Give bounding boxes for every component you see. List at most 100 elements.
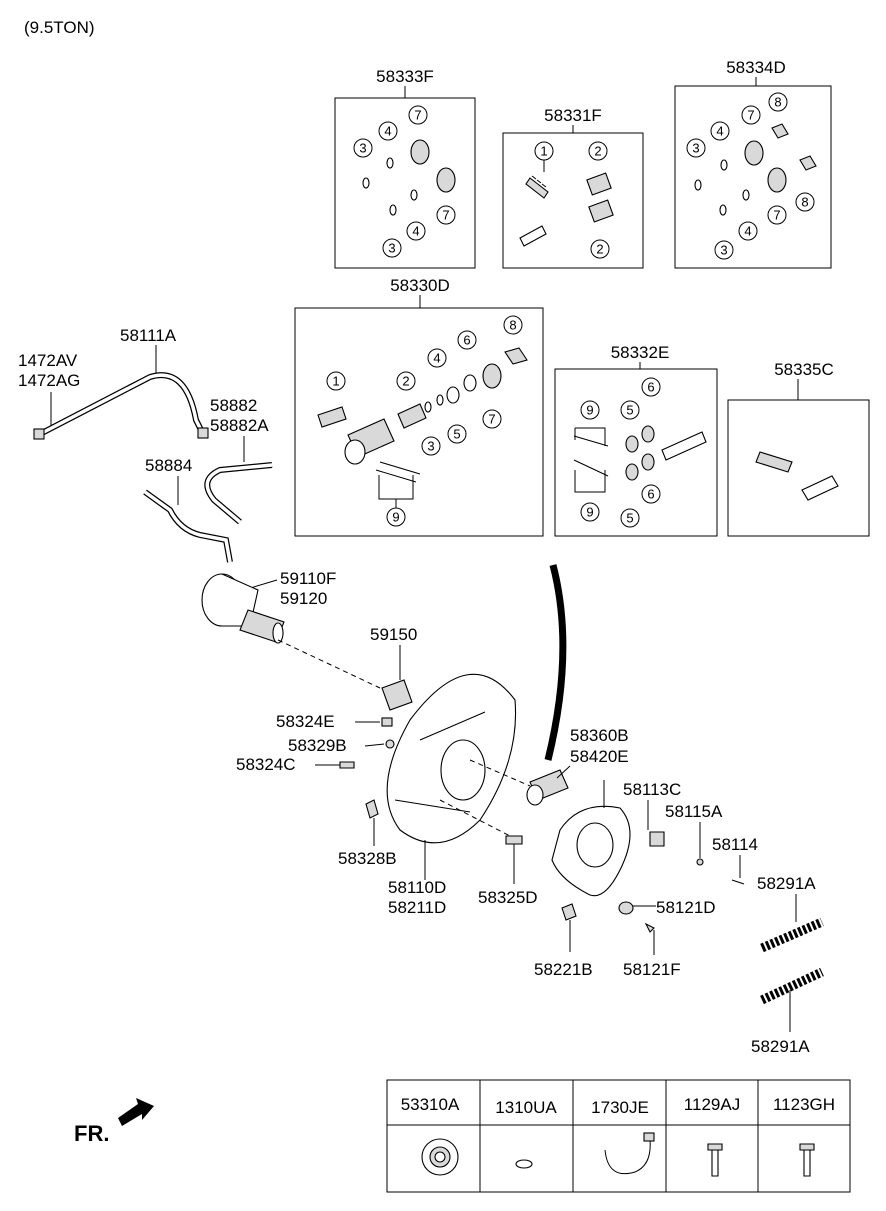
svg-text:5: 5 [626,403,633,418]
anchor-plate: 58113C 58115A 58114 58221B 58121D 58121F [534,780,758,979]
kit-label-58333F: 58333F [376,67,434,86]
svg-text:6: 6 [647,380,654,395]
wheel-cylinder-body-icon [344,418,395,465]
svg-text:6: 6 [463,333,470,348]
part-label-58884: 58884 [145,456,192,475]
grease-tube-icon [519,225,547,247]
svg-text:2: 2 [402,374,409,389]
variant-label: (9.5TON) [24,18,95,37]
kit-box-58330D [294,307,544,537]
kit-box-58334D [674,85,832,269]
part-label-58360B: 58360B [570,726,629,745]
bleeder-cap [586,172,612,196]
part-label-58111A: 58111A [120,326,177,345]
table-header-1129AJ: 1129AJ [684,1095,740,1114]
part-label-58328B: 58328B [338,849,397,868]
spring-icon [755,451,793,473]
grease-tube-icon [661,431,707,461]
kit-58330D: 58330D 8 6 4 1 2 7 5 3 9 [294,276,544,537]
kit-label-58335C: 58335C [774,360,834,379]
bushing-59150 [381,679,413,711]
table-header-1730JE: 1730JE [591,1098,649,1117]
washer-icon [515,1159,533,1169]
cup-seal [436,167,456,193]
valve-icon [504,347,528,365]
brake-hose-58882 [204,462,273,525]
part-label-58882: 58882 [210,396,257,415]
part-label-58324C: 58324C [236,755,296,774]
kit-box-58331F [502,132,644,269]
cup-seal [744,140,764,166]
svg-text:4: 4 [716,124,723,139]
spring-icon [760,917,824,953]
part-label-59110F: 59110F [280,569,336,588]
svg-text:5: 5 [453,427,460,442]
kit-58333F: 58333F 7 4 3 7 4 3 [334,67,476,269]
part-label-58329B: 58329B [288,736,347,755]
part-label-58121D: 58121D [656,898,716,917]
kit-58331F: 58331F 1 2 2 [502,106,644,269]
part-label-58121F: 58121F [623,960,681,979]
parts-table: 53310A 1310UA 1730JE 1129AJ 1123GH [386,1079,851,1193]
svg-text:7: 7 [442,208,449,223]
svg-text:9: 9 [392,510,399,525]
svg-text:2: 2 [596,242,603,257]
svg-text:8: 8 [801,195,808,210]
o-ring [362,177,370,189]
part-label-58291A-top: 58291A [757,874,816,893]
valve-icon [799,155,817,171]
wheel-cylinder: 58360B 58420E [469,726,629,806]
svg-text:1: 1 [540,144,547,159]
svg-text:9: 9 [586,403,593,418]
o-ring [389,204,397,216]
kit-58335C: 58335C [727,360,870,537]
svg-text:3: 3 [359,141,366,156]
part-label-1472AV: 1472AV [18,351,78,370]
cup-seal [482,363,502,389]
svg-text:9: 9 [586,505,593,520]
part-label-58115A: 58115A [665,802,723,821]
svg-text:4: 4 [384,124,391,139]
arrow-icon [118,1098,154,1126]
spring-icon [317,406,347,428]
clip-58113C [649,831,665,847]
bleeder-cap [588,199,614,223]
table-header-1123GH: 1123GH [773,1095,835,1114]
bolt-icon [707,1143,723,1177]
svg-text:5: 5 [626,511,633,526]
part-label-58420E: 58420E [570,747,629,766]
spring-icon [760,967,824,1005]
svg-text:3: 3 [388,241,395,256]
svg-text:7: 7 [773,208,780,223]
table-header-1310UA: 1310UA [495,1098,557,1117]
svg-text:4: 4 [412,224,419,239]
cable-tie-icon [604,1132,655,1175]
svg-text:3: 3 [720,243,727,258]
svg-text:7: 7 [747,108,754,123]
kit-box-58335C [727,399,870,537]
backing-plate-assembly: 59150 58324E 58329B 58324C 58328B 58110D… [236,625,538,917]
kit-58332E: 58332E 6 9 5 6 9 5 [554,343,718,537]
part-label-58113C: 58113C [623,780,681,799]
kit-58334D: 58334D 8 7 4 3 8 7 4 3 [674,58,832,269]
part-label-58291A-bottom: 58291A [751,1037,810,1056]
kit-box-58333F [334,97,476,269]
part-label-59150: 59150 [370,625,417,644]
valve-icon [771,123,789,139]
part-label-58324E: 58324E [276,712,335,731]
hose-assembly: 1472AV 1472AG 58111A 58882 58882A 58884 [18,326,273,563]
svg-text:3: 3 [427,439,434,454]
piston-icon [397,403,427,429]
svg-text:7: 7 [414,108,421,123]
svg-text:8: 8 [509,318,516,333]
brake-chamber: 59110F 59120 [201,569,336,644]
screw-icon [375,461,421,483]
arrow-leader [544,564,567,761]
part-label-59120: 59120 [280,589,327,608]
bleeder-screw-icon [525,175,549,199]
svg-text:3: 3 [692,141,699,156]
svg-text:1: 1 [332,374,339,389]
fr-label: FR. [74,1121,109,1146]
o-ring [386,157,394,169]
kit-label-58330D: 58330D [390,276,450,295]
